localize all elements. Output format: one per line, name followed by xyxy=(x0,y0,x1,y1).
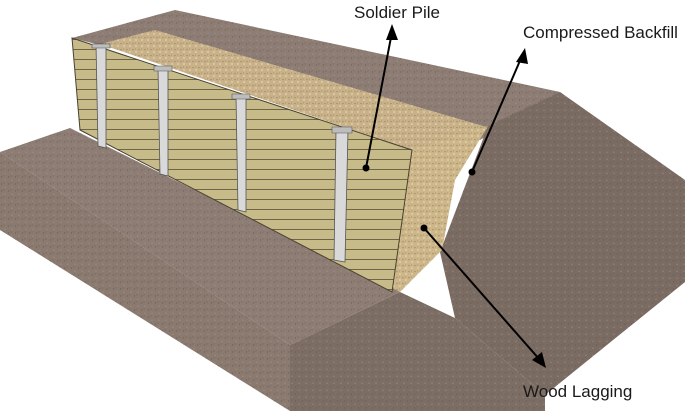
compressed-backfill-arrowhead xyxy=(516,48,528,64)
wood-lagging-label: Wood Lagging xyxy=(523,382,632,401)
wood-lagging-dot xyxy=(421,225,428,232)
compressed-backfill-dot xyxy=(469,169,476,176)
soldier-pile-label: Soldier Pile xyxy=(354,3,440,22)
soldier-pile-dot xyxy=(363,165,370,172)
soldier-pile-arrowhead xyxy=(386,24,398,40)
compressed-backfill-label: Compressed Backfill xyxy=(523,23,678,42)
